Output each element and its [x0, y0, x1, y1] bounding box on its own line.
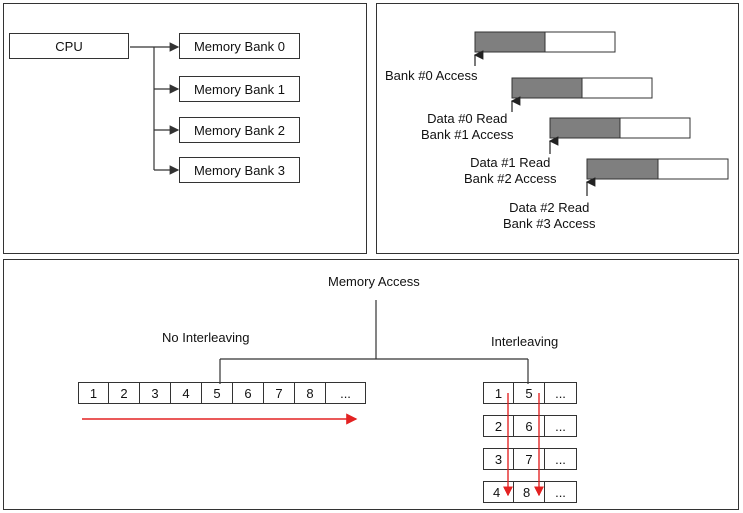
sequence-cell: 5 [202, 382, 233, 404]
grid-cell: 7 [514, 448, 545, 470]
sequence-cell: 1 [78, 382, 109, 404]
timing-bars [473, 31, 729, 196]
memory-bank-3: Memory Bank 3 [179, 157, 300, 183]
grid-cell: 3 [483, 448, 514, 470]
sequence-cell: ... [326, 382, 366, 404]
sequence-cell: 6 [233, 382, 264, 404]
timing-bar-2 [548, 117, 691, 154]
grid-cell: ... [545, 448, 577, 470]
grid-cell: 2 [483, 415, 514, 437]
stage-0-label: Bank #0 Access [385, 68, 478, 83]
memory-bank-label: Memory Bank 0 [193, 39, 286, 54]
interleaved-row: 3 7 ... [483, 448, 577, 470]
sequence-cell: 4 [171, 382, 202, 404]
stage-3-label: Data #2 Read Bank #3 Access [503, 200, 596, 231]
sequence-cell: 3 [140, 382, 171, 404]
stage-1-label: Data #0 Read Bank #1 Access [421, 111, 514, 142]
timing-bar-0 [473, 31, 616, 66]
sequence-cell: 2 [109, 382, 140, 404]
memory-bank-label: Memory Bank 2 [193, 123, 286, 138]
memory-bank-1: Memory Bank 1 [179, 76, 300, 102]
sequential-row: 1 2 3 4 5 6 7 8 ... [78, 382, 366, 404]
timing-panel: Bank #0 Access Data #0 Read Bank #1 Acce… [376, 3, 739, 254]
interleaved-row: 1 5 ... [483, 382, 577, 404]
grid-cell: 5 [514, 382, 545, 404]
cpu-label: CPU [55, 39, 83, 54]
grid-cell: 6 [514, 415, 545, 437]
sequence-cell: 7 [264, 382, 295, 404]
memory-bank-2: Memory Bank 2 [179, 117, 300, 143]
bank-panel: CPU Memory Bank 0 Memory Bank 1 Memory B… [3, 3, 367, 254]
grid-cell: 8 [514, 481, 545, 503]
sequence-cell: 8 [295, 382, 326, 404]
grid-cell: ... [545, 382, 577, 404]
grid-cell: 1 [483, 382, 514, 404]
memory-access-title: Memory Access [328, 274, 420, 289]
memory-bank-0: Memory Bank 0 [179, 33, 300, 59]
grid-cell: ... [545, 415, 577, 437]
interleaving-label: Interleaving [491, 334, 559, 349]
interleaved-row: 2 6 ... [483, 415, 577, 437]
memory-bank-label: Memory Bank 1 [193, 82, 286, 97]
stage-2-label: Data #1 Read Bank #2 Access [464, 155, 557, 186]
bank-connectors [130, 42, 180, 175]
cpu-box: CPU [9, 33, 129, 59]
interleaved-row: 4 8 ... [483, 481, 577, 503]
grid-cell: ... [545, 481, 577, 503]
timing-bar-3 [585, 158, 729, 196]
grid-cell: 4 [483, 481, 514, 503]
no-interleaving-label: No Interleaving [162, 330, 250, 345]
access-panel: Memory Access No Interleaving Interleavi… [3, 259, 739, 510]
memory-bank-label: Memory Bank 3 [193, 163, 286, 178]
timing-bar-1 [510, 77, 653, 112]
